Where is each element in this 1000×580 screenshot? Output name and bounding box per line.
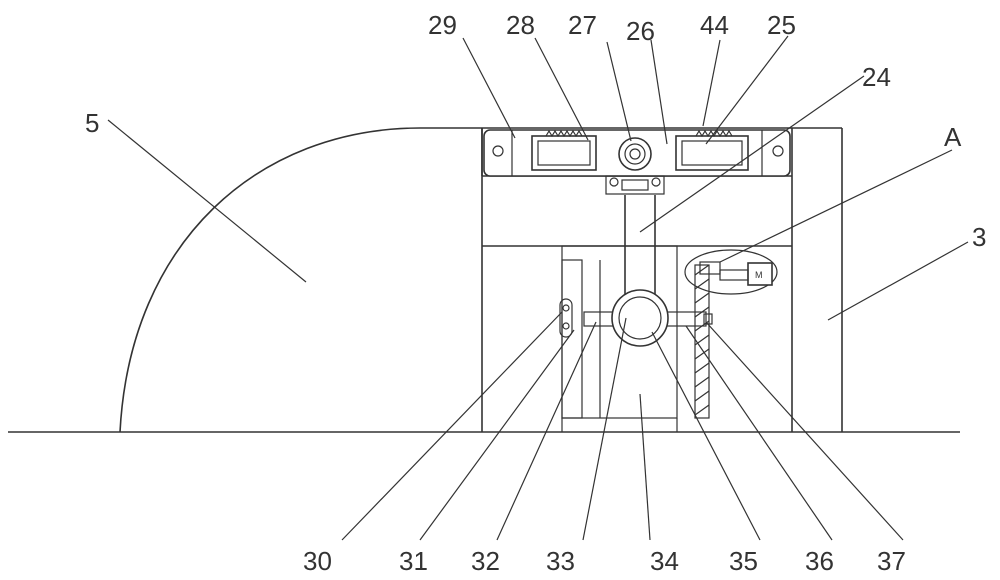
label-28: 28 xyxy=(506,10,535,40)
label-3: 3 xyxy=(972,222,986,252)
gear-mount-26 xyxy=(606,176,664,194)
label-36: 36 xyxy=(805,546,834,576)
label-33: 33 xyxy=(546,546,575,576)
label-27: 27 xyxy=(568,10,597,40)
label-31: 31 xyxy=(399,546,428,576)
slider-block-37 xyxy=(704,314,712,324)
leader-lines xyxy=(108,36,968,540)
motor-symbol: M xyxy=(755,270,763,280)
label-5: 5 xyxy=(85,108,99,138)
label-30: 30 xyxy=(303,546,332,576)
part-labels: 5 29 28 27 26 44 25 24 A 3 30 31 32 33 3… xyxy=(85,10,986,576)
label-32: 32 xyxy=(471,546,500,576)
gear-27 xyxy=(619,138,651,170)
central-ring-33 xyxy=(612,290,668,346)
label-44: 44 xyxy=(700,10,729,40)
label-37: 37 xyxy=(877,546,906,576)
label-29: 29 xyxy=(428,10,457,40)
label-35: 35 xyxy=(729,546,758,576)
label-25: 25 xyxy=(767,10,796,40)
lower-housing-34 xyxy=(562,246,677,432)
label-26: 26 xyxy=(626,16,655,46)
label-34: 34 xyxy=(650,546,679,576)
label-A: A xyxy=(944,122,962,152)
label-24: 24 xyxy=(862,62,891,92)
